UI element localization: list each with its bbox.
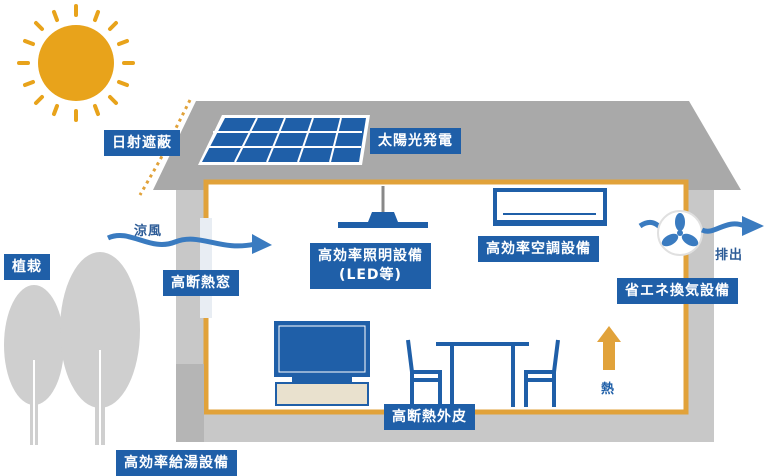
label-lighting-line1: 高効率照明設備 [318,248,423,264]
shading-dotted-line [138,99,192,196]
label-exhaust: 排出 [715,248,744,263]
dining-set-icon [406,339,560,407]
breeze-arrow-icon [106,233,272,254]
label-lighting-line2: (LED等) [339,267,402,283]
trees-icon [4,252,140,445]
window [200,218,212,318]
exhaust-fan-icon [638,210,764,256]
label-ventilation: 省エネ換気設備 [617,278,738,304]
label-planting: 植栽 [4,254,50,280]
label-water-heater: 高効率給湯設備 [116,450,237,476]
label-aircon: 高効率空調設備 [478,236,599,262]
tv-icon [274,321,370,406]
label-lighting: 高効率照明設備 (LED等) [310,243,431,289]
water-heater-unit [176,364,204,442]
solar-panel-icon [198,115,370,165]
ceiling-light-icon [338,186,428,228]
air-conditioner-icon [493,188,607,226]
heat-arrow-icon [597,326,621,370]
label-window: 高断熱窓 [163,270,239,296]
label-shading: 日射遮蔽 [104,130,180,156]
label-breeze: 涼風 [134,224,163,239]
label-heat: 熱 [601,382,616,397]
label-envelope: 高断熱外皮 [384,404,475,430]
label-solar: 太陽光発電 [370,128,461,154]
sun-icon [17,4,135,122]
